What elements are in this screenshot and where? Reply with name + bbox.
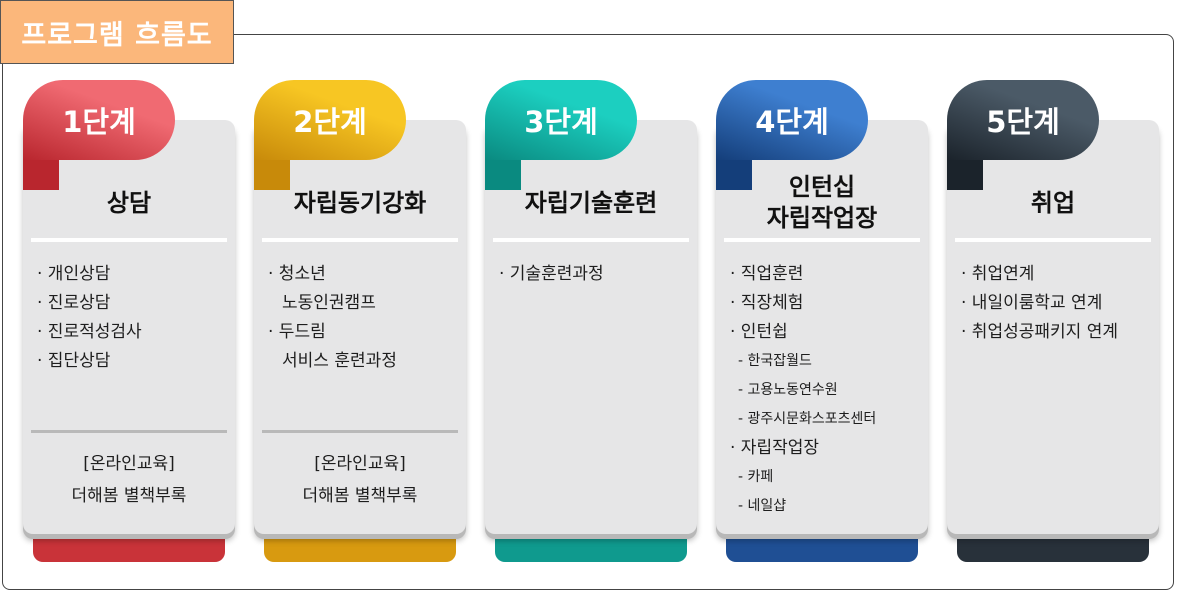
online-education-label: [온라인교육]: [83, 454, 175, 474]
stage-item-list: · 취업연계 · 내일이룸학교 연계 · 취업성공패키지 연계: [961, 260, 1155, 347]
online-divider: [262, 430, 458, 433]
stage-badge-label: 5단계: [986, 105, 1060, 139]
list-item: · 진로적성검사: [37, 322, 142, 342]
heading-divider: [262, 238, 458, 242]
stage-badge-label: 2단계: [293, 105, 367, 139]
online-divider: [31, 430, 227, 433]
list-item: · 진로상담: [37, 293, 111, 313]
list-item: · 취업연계: [961, 264, 1035, 284]
sub-list-item: - 광주시문화스포츠센터: [738, 411, 877, 427]
heading-divider: [724, 238, 920, 242]
list-item: · 직업훈련: [730, 264, 804, 284]
stage-heading: 자립기술훈련: [524, 188, 658, 217]
online-education-block: [온라인교육] 더해봄 별책부록: [23, 448, 235, 512]
heading-divider: [31, 238, 227, 242]
list-item: 서비스 훈련과정: [282, 351, 397, 371]
stage-badge-label: 3단계: [524, 105, 598, 139]
stage-item-list: · 기술훈련과정: [499, 260, 693, 289]
stage-heading: 인턴십 자립작업장: [766, 173, 878, 232]
sub-list-item: - 네일샵: [738, 498, 787, 514]
list-item: · 직장체험: [730, 293, 804, 313]
list-item: · 개인상담: [37, 264, 111, 284]
list-item: · 자립작업장: [730, 438, 820, 458]
sub-list-item: - 한국잡월드: [738, 353, 812, 369]
page-title: 프로그램 흐름도: [0, 0, 234, 64]
stage-badge: [485, 80, 637, 160]
stage-badge: [254, 80, 406, 160]
online-education-block: [온라인교육] 더해봄 별책부록: [254, 448, 466, 512]
sub-list-item: - 카페: [738, 469, 774, 485]
stage-badge-label: 1단계: [62, 105, 136, 139]
stage-item-list: · 직업훈련 · 직장체험 · 인턴쉽 - 한국잡월드 - 고용노동연수원 - 광주시문화…: [730, 260, 924, 521]
flow-frame: [2, 34, 1174, 590]
list-item: · 집단상담: [37, 351, 111, 371]
stage-badge-label: 4단계: [755, 105, 829, 139]
stage-item-list: · 개인상담 · 진로상담 · 진로적성검사 · 집단상담: [37, 260, 231, 376]
online-education-title: 더해봄 별책부록: [71, 486, 187, 506]
list-item: · 인턴쉽: [730, 322, 788, 342]
list-item: · 내일이룸학교 연계: [961, 293, 1103, 313]
stage-heading: 자립동기강화: [293, 188, 427, 217]
list-item: · 두드림: [268, 322, 326, 342]
sub-list-item: - 고용노동연수원: [738, 382, 838, 398]
list-item: · 청소년: [268, 264, 326, 284]
stage-heading: 상담: [106, 188, 152, 217]
heading-divider: [955, 238, 1151, 242]
stage-badge: [23, 80, 175, 160]
list-item: 노동인권캠프: [282, 293, 376, 313]
stage-heading: 취업: [1030, 188, 1076, 217]
heading-divider: [493, 238, 689, 242]
list-item: · 기술훈련과정: [499, 264, 604, 284]
stage-badge: [947, 80, 1099, 160]
list-item: · 취업성공패키지 연계: [961, 322, 1118, 342]
online-education-title: 더해봄 별책부록: [302, 486, 418, 506]
stage-badge: [716, 80, 868, 160]
online-education-label: [온라인교육]: [314, 454, 406, 474]
